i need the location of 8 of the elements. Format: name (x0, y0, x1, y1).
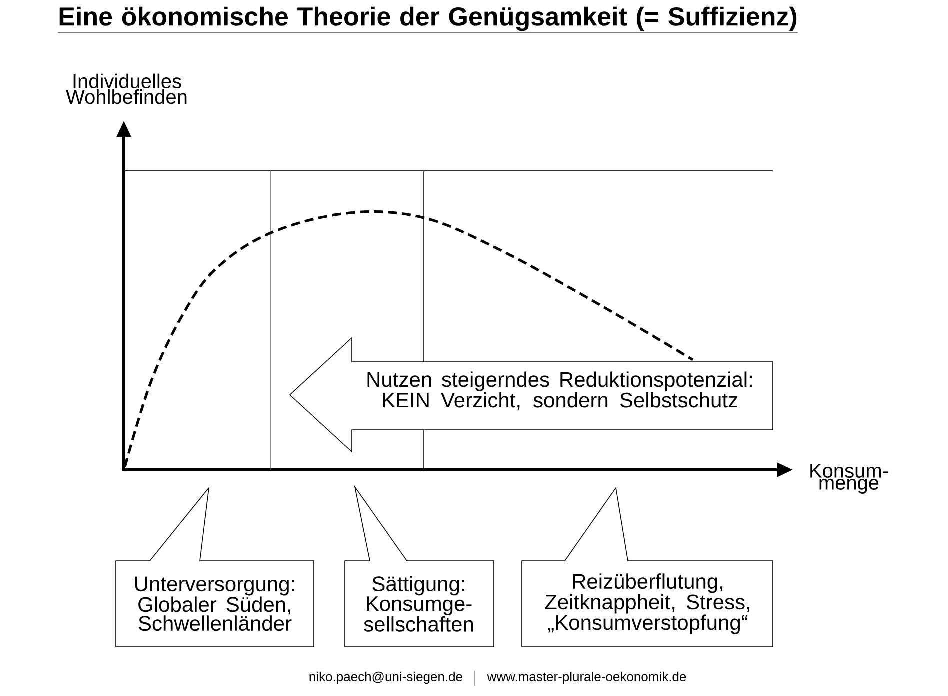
title: Eine ökonomische Theorie der Genügsamkeit (= Suffizienz) (58, 6, 798, 33)
axis-label: Konsum- menge (810, 464, 888, 494)
axis-label: Individuelles Wohlbefinden (66, 74, 187, 104)
callout-box: Unterversorgung: Globaler Süden, Schwellenländer (116, 486, 314, 648)
footer-text: niko.paech@uni-siegen.de (310, 672, 462, 684)
callout-box: Reizüberflutung, Zeitknappheit, Stress, „Konsumverstopfung“ (522, 486, 774, 648)
callout-box: Sättigung: Konsumge- sellschaften (344, 485, 494, 648)
footer-text: www.master-plurale-oekonomik.de (487, 672, 686, 684)
